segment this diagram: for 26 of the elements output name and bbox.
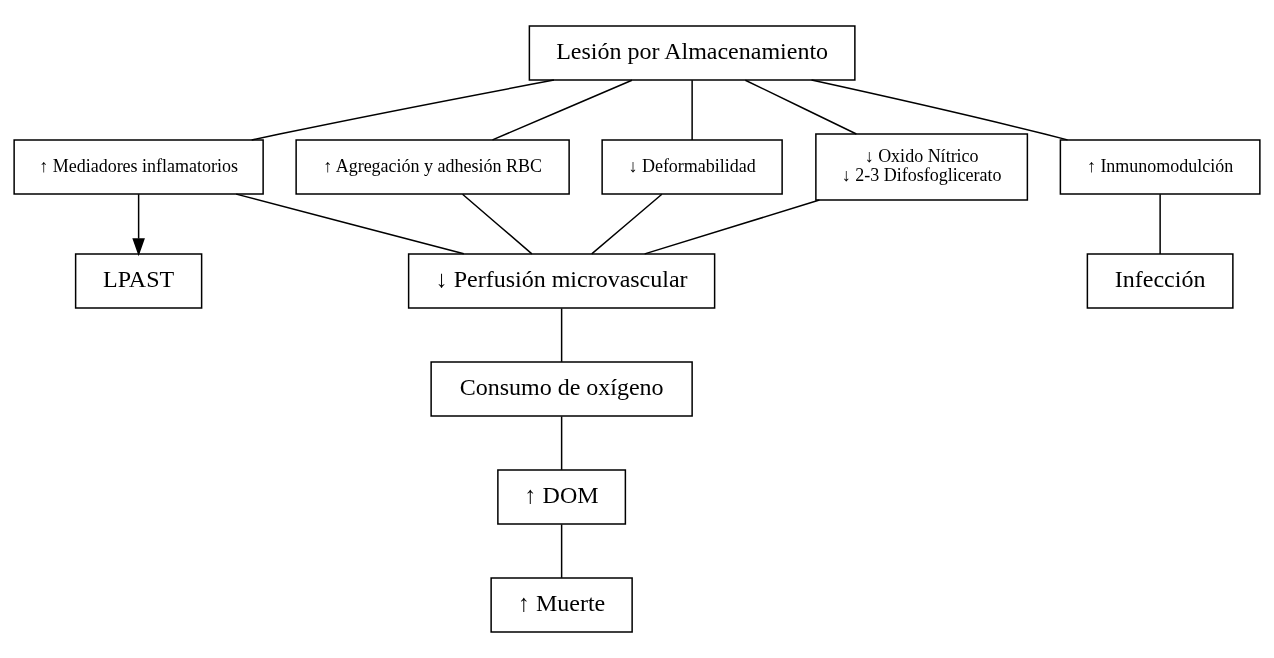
connector [744,79,858,135]
node-box: Consumo de oxígeno [430,361,693,417]
arrow [132,193,145,257]
node-box: ↑ Mediadores inflamatorios [13,139,264,195]
node-box: Lesión por Almacenamiento [528,25,856,81]
node-box: ↑ Inmunomodulción [1059,139,1261,195]
connector [810,79,1069,141]
connector [560,415,563,471]
node-box: ↓ Perfusión microvascular [407,253,716,309]
connector [591,193,663,255]
connector [691,79,693,141]
connector [250,79,555,141]
node-box: Infección [1086,253,1234,309]
connector [560,523,563,579]
connector [1159,193,1161,255]
node-box: ↓ Deformabilidad [601,139,783,195]
connector [461,193,533,255]
node-box: ↑ Muerte [490,577,633,633]
connector [491,79,633,141]
connector [235,193,465,255]
node-box: LPAST [74,253,203,309]
connector [560,307,563,363]
node-box: ↑ Agregación y adhesión RBC [295,139,570,195]
connector [643,199,821,255]
node-box: ↑ DOM [497,469,627,525]
node-box: ↓ Oxido Nítrico ↓ 2-3 Difosfoglicerato [815,133,1029,201]
